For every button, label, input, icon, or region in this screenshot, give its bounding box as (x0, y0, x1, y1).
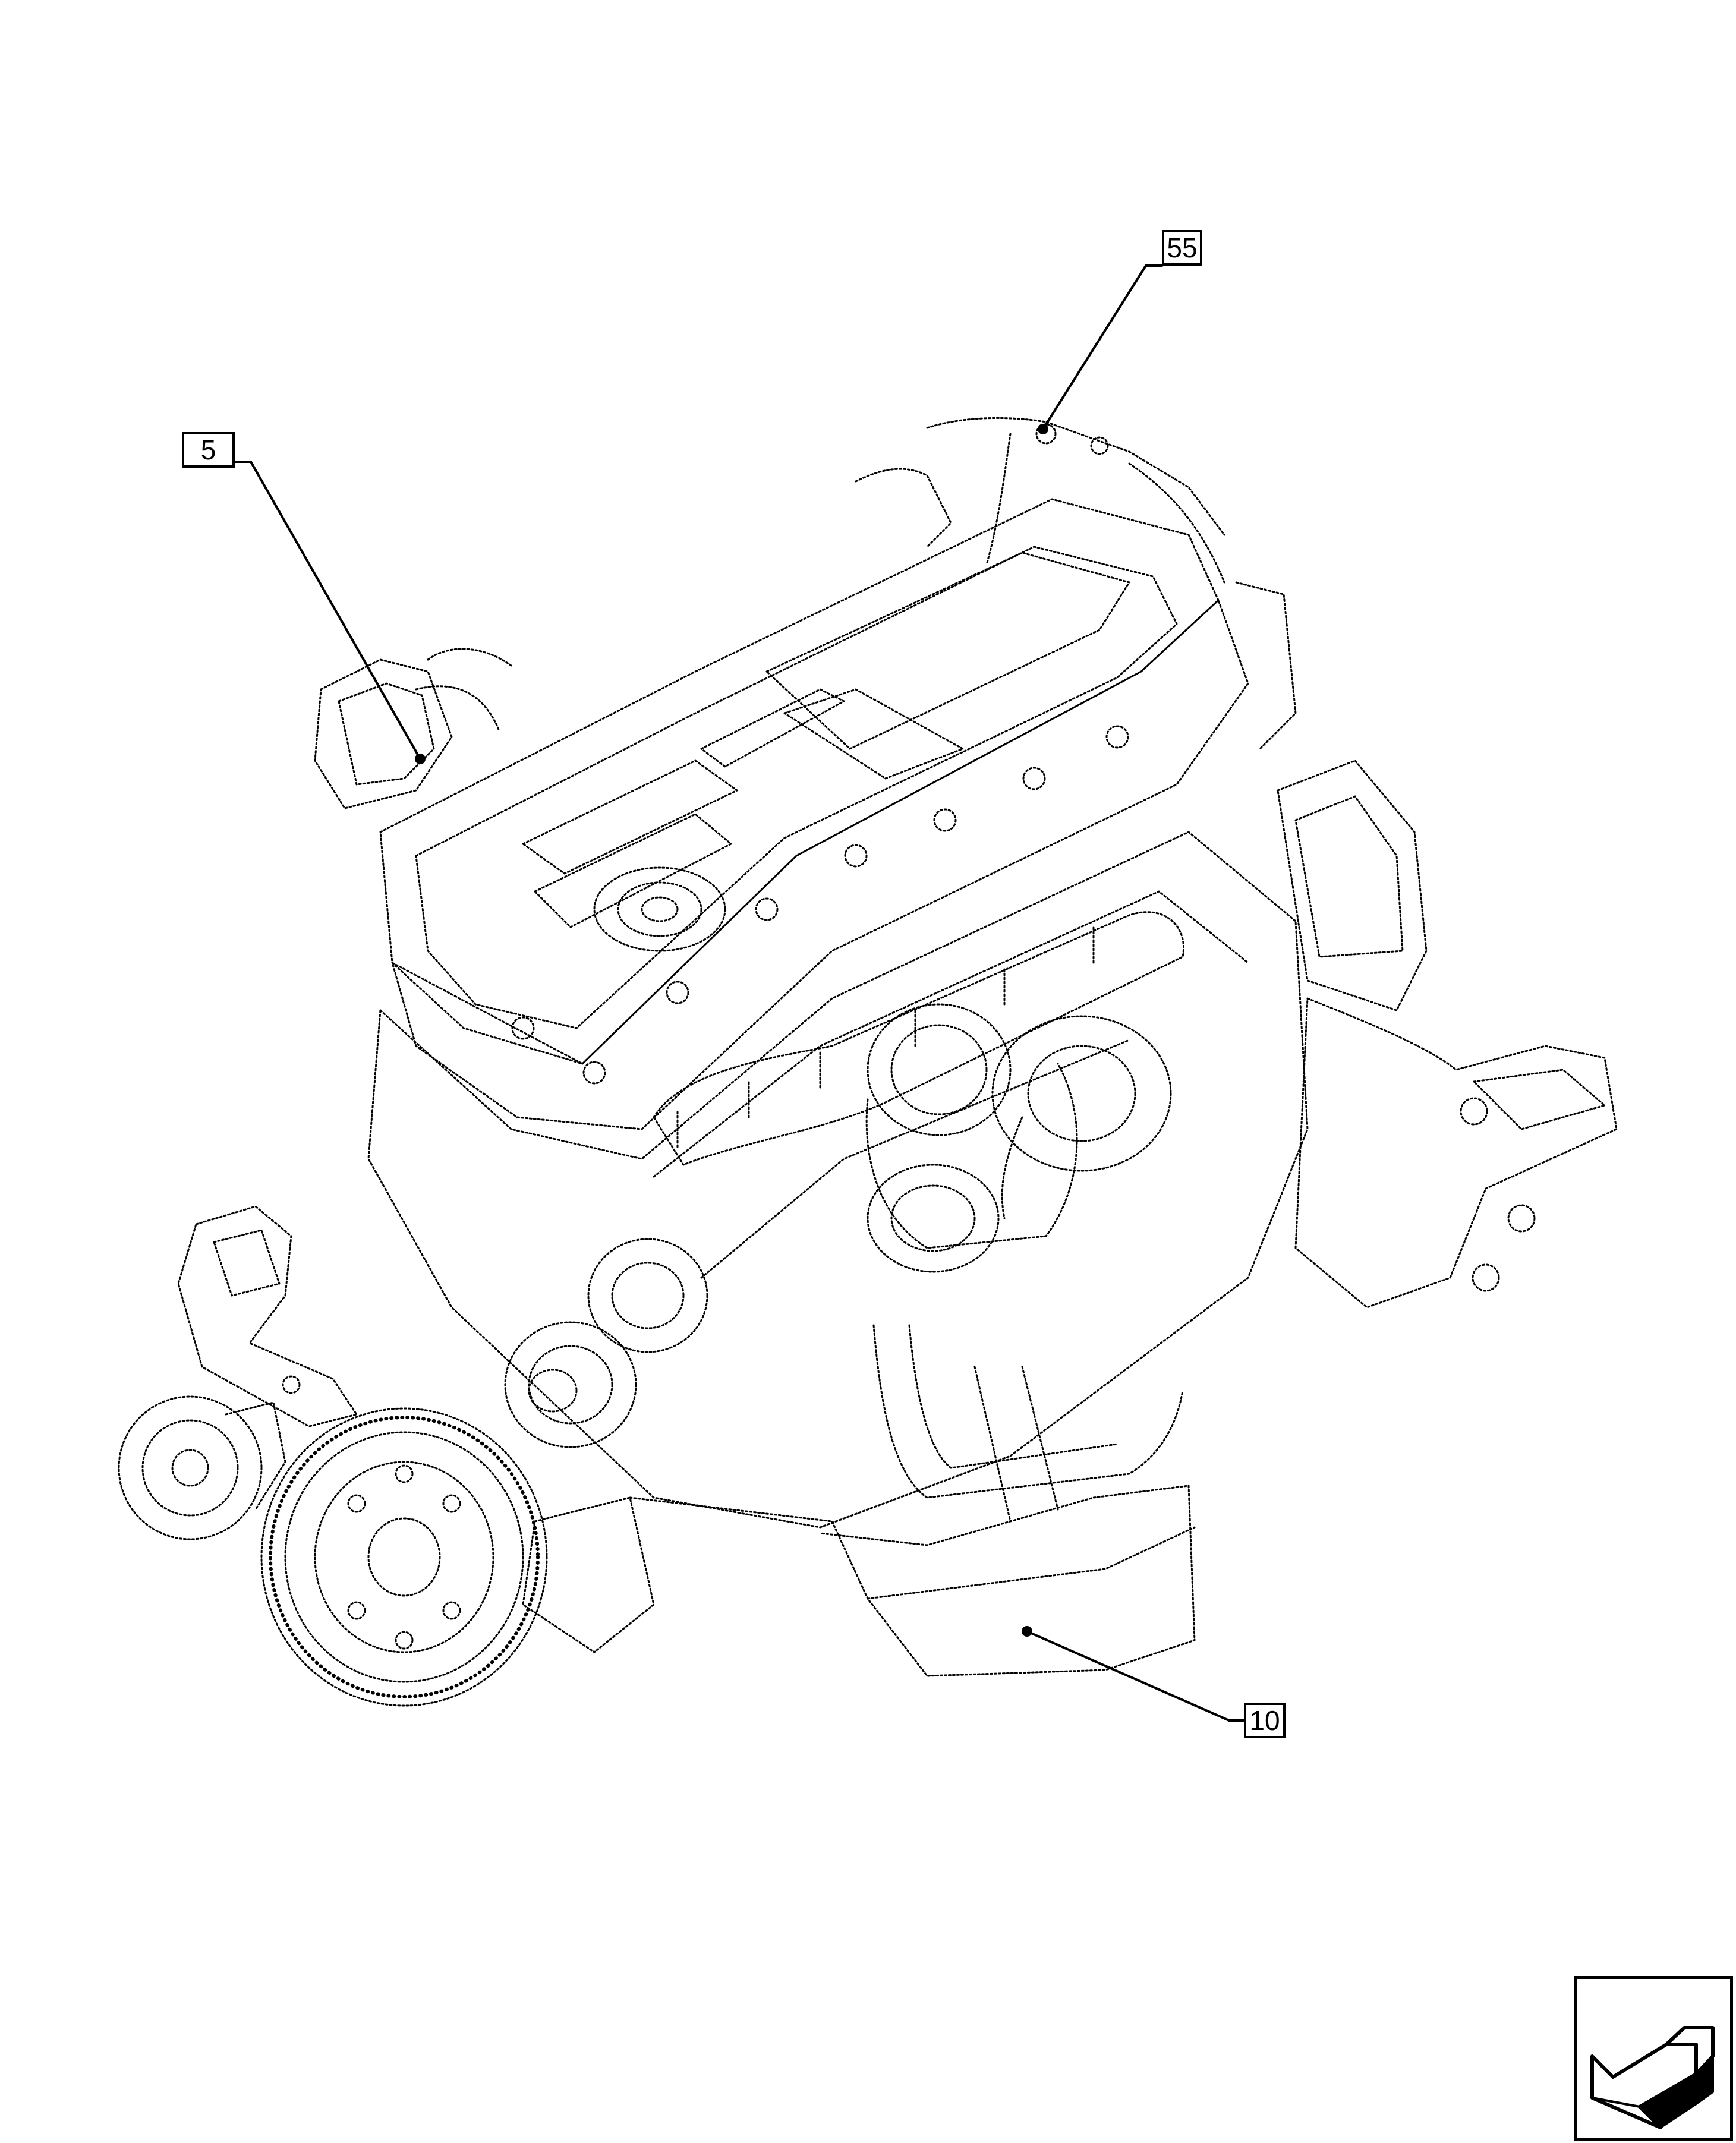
leader-line-55 (1042, 264, 1147, 430)
next-page-button[interactable] (1574, 1976, 1733, 2141)
crankshaft-pulley (118, 1395, 286, 1540)
electronic-control-unit (314, 648, 512, 809)
oil-pan (522, 1485, 1196, 1677)
leader-line-5 (250, 461, 421, 760)
next-page-arrow-icon (1590, 2026, 1715, 2129)
leader-dots (415, 424, 1048, 1637)
callout-10[interactable]: 10 (1244, 1703, 1286, 1738)
front-engine-mount (177, 1205, 358, 1427)
leader-line-10 (1026, 1630, 1230, 1722)
callout-10-label: 10 (1249, 1705, 1280, 1736)
engine-block (367, 831, 1309, 1529)
valve-cover (379, 498, 1220, 1065)
leader-lines (234, 264, 1245, 1722)
flywheel-housing (1235, 581, 1618, 1309)
callout-55[interactable]: 55 (1162, 230, 1202, 266)
fan-clutch (260, 1407, 548, 1707)
charge-air-pipes (872, 1324, 1184, 1523)
water-pump-pulley (504, 1238, 708, 1448)
exhaust-manifold (653, 911, 1184, 1166)
cylinder-head (391, 599, 1249, 1130)
turbocharger (865, 1003, 1172, 1273)
callout-5[interactable]: 5 (182, 432, 235, 468)
wiring-harness-rear (855, 417, 1225, 584)
callout-55-label: 55 (1167, 232, 1198, 263)
callout-5-label: 5 (200, 434, 216, 465)
